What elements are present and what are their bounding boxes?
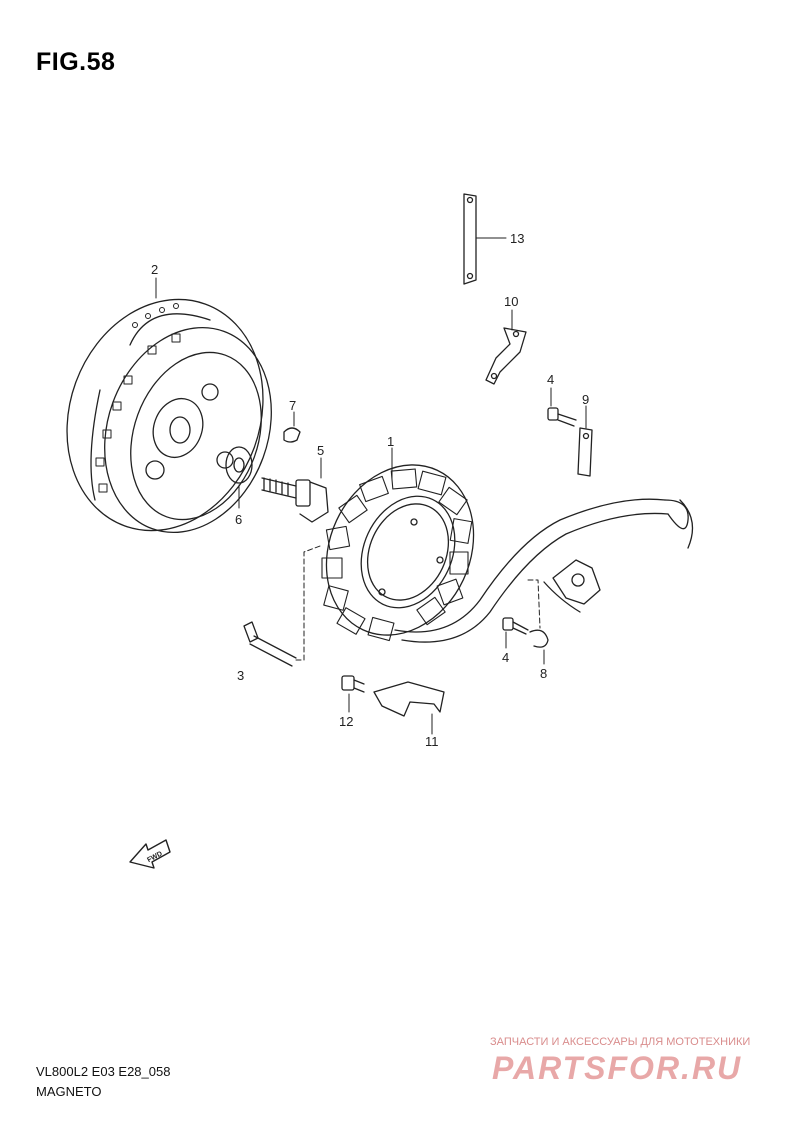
callout-4-upper: 4 [547, 372, 554, 387]
callout-4-lower: 4 [502, 650, 509, 665]
cover-bolt [341, 675, 365, 693]
figure-title: FIG.58 [36, 48, 116, 76]
clip [529, 629, 549, 648]
callout-12: 12 [339, 714, 353, 729]
clamp-screw-upper [547, 407, 577, 427]
fwd-label: FWD [146, 850, 163, 864]
wiring-harness [394, 498, 694, 643]
cover-plate [373, 681, 445, 717]
watermark-subtitle: ЗАПЧАСТИ И АКСЕССУАРЫ ДЛЯ МОТОТЕХНИКИ [490, 1036, 751, 1048]
callout-3: 3 [237, 668, 244, 683]
flywheel-rotor [66, 298, 272, 534]
callout-2: 2 [151, 262, 158, 277]
callout-10: 10 [504, 294, 518, 309]
callout-5: 5 [317, 443, 324, 458]
callout-8: 8 [540, 666, 547, 681]
stator [321, 464, 475, 642]
fwd-arrow-icon [129, 839, 171, 869]
diagram-code: VL800L2 E03 E28_058 [36, 1064, 171, 1079]
washer [225, 446, 253, 484]
wire-guide [485, 327, 527, 385]
harness-clamp [577, 427, 593, 477]
callout-7: 7 [289, 398, 296, 413]
stator-screw [243, 621, 297, 667]
diagram-name: MAGNETO [36, 1084, 102, 1099]
woodruff-key [283, 427, 301, 443]
watermark-logo: PARTSFOR.RU [492, 1050, 743, 1086]
rotor-bolt [261, 477, 329, 523]
callout-11: 11 [425, 734, 439, 749]
clamp-band [463, 193, 477, 285]
callout-13: 13 [510, 231, 524, 246]
callout-9: 9 [582, 392, 589, 407]
callout-1: 1 [387, 434, 394, 449]
clamp-screw-lower [502, 617, 529, 635]
callout-6: 6 [235, 512, 242, 527]
